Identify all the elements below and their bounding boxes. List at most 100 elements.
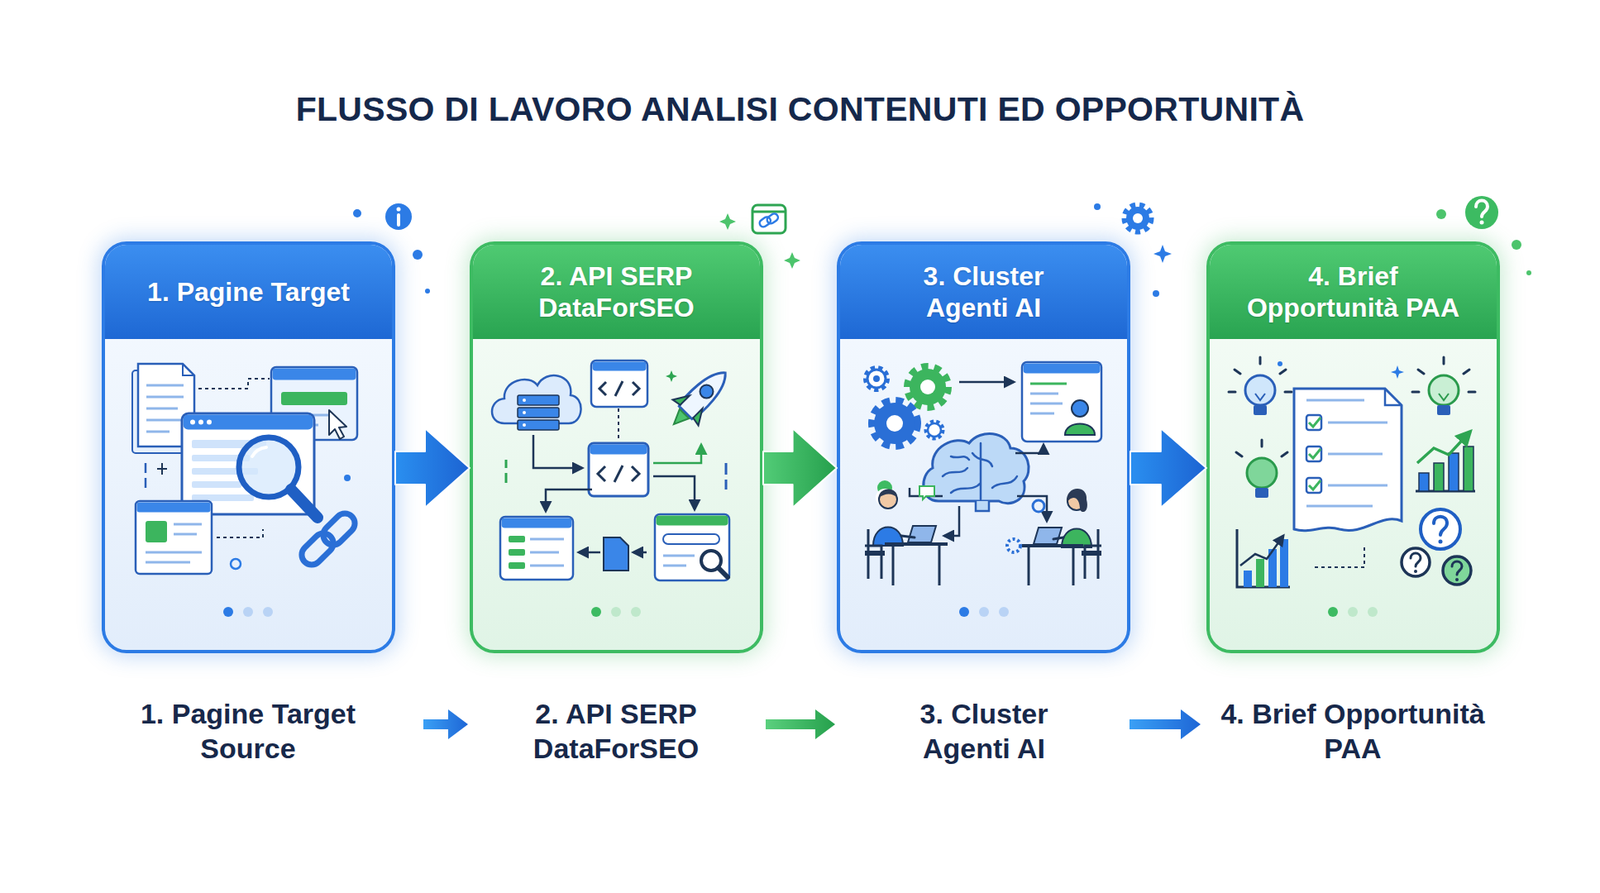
deco-gear-part <box>1126 206 1150 230</box>
card3-illustration-part <box>1023 363 1101 374</box>
card4-illustration-part <box>1268 549 1277 588</box>
card3-illustration-part <box>1022 544 1084 548</box>
flow-arrow <box>763 428 837 508</box>
card2-illustration-part <box>505 472 508 483</box>
card2-illustration-part <box>508 562 526 569</box>
card-title: 3. Cluster Agenti AI <box>893 260 1075 324</box>
card4-illustration-part <box>1256 558 1265 588</box>
card2-illustration-part <box>633 551 647 555</box>
card4-illustration-part <box>1448 453 1459 492</box>
card3-illustration-part <box>877 480 893 496</box>
card2-illustration-part <box>517 407 559 418</box>
card3-illustration-part <box>872 401 918 446</box>
card3-illustration-part <box>1053 537 1064 540</box>
card1-illustration-part <box>173 523 202 526</box>
card3-illustration-part <box>874 402 916 445</box>
card-title: 1. Pagine Target <box>147 276 350 308</box>
card3-illustration-part <box>873 375 880 383</box>
card3-illustration-part <box>1015 444 1044 454</box>
card1-illustration-part <box>238 437 299 497</box>
card3-illustration-part <box>873 527 903 547</box>
card2-illustration-part <box>725 479 728 490</box>
card4-illustration-part <box>1308 417 1321 427</box>
card3-illustration-part <box>959 381 1014 384</box>
card2-illustration-part <box>533 434 583 469</box>
card1-illustration-part <box>132 370 187 454</box>
card1-illustration-part <box>343 474 351 482</box>
process-card: 1. Pagine Target <box>101 241 396 654</box>
deco-question-part <box>1480 220 1485 225</box>
card3-illustration-part <box>909 487 943 497</box>
card4-illustration-part <box>1243 570 1252 588</box>
card2-illustration-part <box>508 535 526 543</box>
card3-illustration-part <box>901 535 915 538</box>
diagram-title: FLUSSO DI LAVORO ANALISI CONTENUTI ED OP… <box>0 89 1600 129</box>
card3-illustration-part <box>1072 545 1075 586</box>
card1-illustration-part <box>181 413 315 515</box>
card2-illustration-part <box>530 551 559 555</box>
card4-illustration-part <box>1420 509 1461 550</box>
deco-gear-part <box>1153 244 1172 263</box>
card2-illustration-part <box>663 564 687 568</box>
card2-illustration-part <box>660 359 738 437</box>
card4-illustration-part <box>1437 405 1451 416</box>
card2-illustration-part <box>656 515 729 526</box>
card2-illustration-part <box>508 549 526 556</box>
card2-illustration-part <box>611 606 621 617</box>
card4-illustration <box>1228 357 1476 617</box>
caption-arrows-part <box>1129 709 1201 740</box>
process-card: 2. API SERP DataForSEO <box>469 241 764 654</box>
card4-illustration-part <box>1306 477 1322 493</box>
card2-illustration-part <box>592 362 647 372</box>
card2-illustration-part <box>725 463 728 475</box>
card1-illustration-part <box>291 489 318 518</box>
deco-info-part <box>425 288 430 294</box>
caption-arrows-part <box>765 709 836 740</box>
deco-info-part <box>412 249 423 260</box>
card2-illustration-part <box>505 459 508 469</box>
card2-illustration-part <box>653 444 702 464</box>
card1-illustration-part <box>281 424 319 427</box>
deco-link-part <box>752 205 786 234</box>
card4-illustration-part <box>1280 539 1289 588</box>
card2-illustration-part <box>522 410 526 415</box>
card3-illustration-part <box>975 501 989 512</box>
card3-illustration <box>864 362 1102 617</box>
card1-illustration-part <box>230 558 241 569</box>
card1-illustration-part <box>262 606 273 617</box>
deco-link-part <box>752 210 786 214</box>
card3-illustration-part <box>1033 527 1062 545</box>
card4-illustration-part <box>1433 463 1444 492</box>
card2-illustration-part-part <box>677 364 733 421</box>
deco-question <box>1436 195 1532 276</box>
card2-illustration-part <box>522 398 526 402</box>
card4-illustration-part <box>1327 606 1338 617</box>
card3-illustration-part <box>1030 382 1067 386</box>
card2-illustration-part <box>653 476 695 510</box>
card2-illustration-part <box>599 382 607 396</box>
card4-illustration-part <box>1455 577 1459 582</box>
card3-illustration-part <box>944 506 960 536</box>
card4-illustration-part <box>1412 357 1476 392</box>
card1-illustration-part <box>137 502 211 513</box>
card3-illustration-part <box>884 542 948 546</box>
deco-link-part <box>758 215 773 229</box>
card4-illustration-part <box>1306 399 1365 402</box>
card1-illustration-part <box>281 391 348 406</box>
card4-illustration-part <box>1327 453 1383 456</box>
card3-illustration-part <box>878 489 898 499</box>
card2-illustration-part <box>491 375 582 424</box>
card1-illustration-part <box>146 430 170 434</box>
card1-illustration-part <box>157 463 168 475</box>
card3-illustration-part <box>1081 550 1102 556</box>
card3-illustration-part <box>1071 400 1089 417</box>
card4-illustration-part <box>1433 516 1448 535</box>
card3-illustration-part <box>923 434 1029 504</box>
card4-illustration-part <box>1246 458 1277 488</box>
card-header: 2. API SERP DataForSEO <box>472 244 760 340</box>
card4-illustration-part <box>1463 446 1474 492</box>
deco-info-part <box>396 214 401 225</box>
step-caption: 4. Brief Opportunità PAA <box>1216 696 1490 766</box>
